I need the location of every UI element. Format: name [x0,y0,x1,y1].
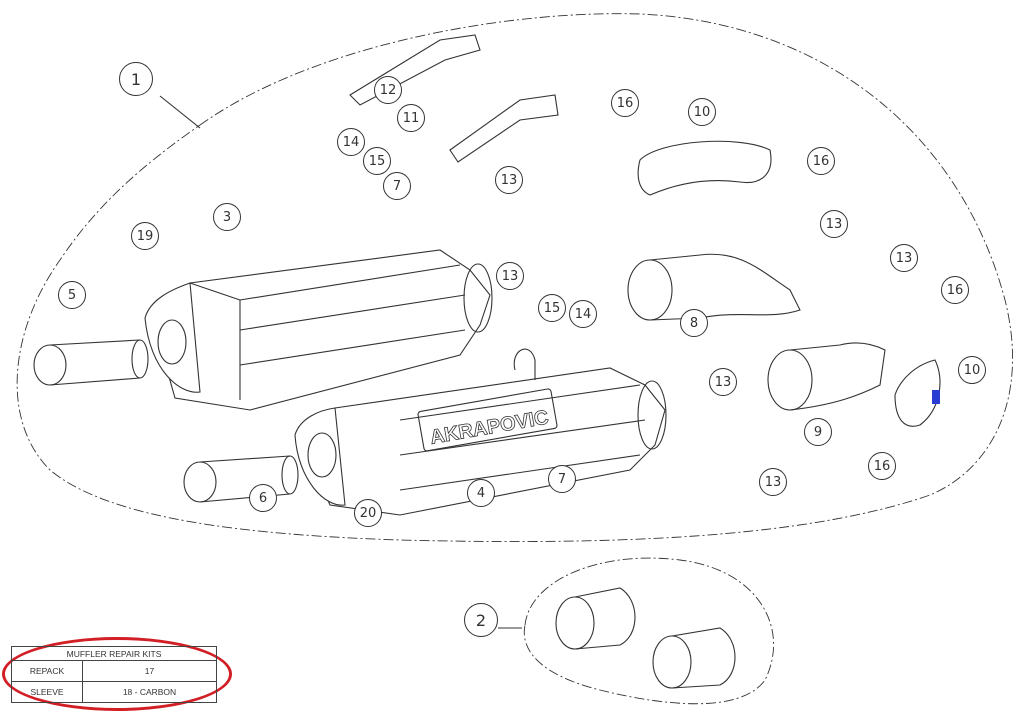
muffler-repair-kits-table: MUFFLER REPAIR KITS REPACK 17 SLEEVE 18 … [11,646,217,703]
blue-marker [932,390,940,404]
heat-shield-top [637,140,772,196]
link-pipe-8 [627,253,801,321]
callout-13: 13 [495,166,523,194]
sleeve-2 [652,635,692,689]
group-2-outline [523,557,774,705]
callout-2: 2 [464,603,498,637]
callout-15: 15 [538,294,566,322]
row-label-repack: REPACK [11,660,83,682]
callout-13: 13 [759,468,787,496]
callout-15: 15 [363,147,391,175]
callout-12: 12 [374,76,402,104]
callout-7: 7 [383,172,411,200]
callout-9: 9 [804,418,832,446]
callout-5: 5 [58,281,86,309]
table-row: REPACK 17 [11,660,217,682]
callout-10: 10 [688,98,716,126]
callout-13: 13 [890,244,918,272]
callout-13: 13 [709,368,737,396]
callout-14: 14 [569,300,597,328]
callout-4: 4 [467,479,495,507]
callout-13: 13 [496,262,524,290]
callout-16: 16 [941,276,969,304]
table-title: MUFFLER REPAIR KITS [11,646,217,661]
end-pipe-left [183,455,299,503]
callout-19: 19 [131,222,159,250]
callout-10: 10 [958,356,986,384]
callout-20: 20 [354,499,382,527]
bracket-12 [349,34,481,106]
group-1-outline [16,13,1013,543]
link-pipe-9 [767,342,886,411]
callout-11: 11 [397,104,425,132]
callout-7: 7 [548,465,576,493]
callout-16: 16 [807,147,835,175]
row-value-repack: 17 [82,660,217,682]
end-pipe-right [33,339,149,386]
callout-16: 16 [868,452,896,480]
callout-13: 13 [820,210,848,238]
bracket-11 [449,94,559,163]
callout-6: 6 [249,484,277,512]
callout-1: 1 [119,62,153,96]
callout-8: 8 [680,309,708,337]
table-row: SLEEVE 18 - CARBON [11,681,217,703]
row-label-sleeve: SLEEVE [11,681,83,703]
muffler-right [144,249,493,411]
sleeve-1 [555,596,595,650]
callout-16: 16 [611,89,639,117]
row-value-sleeve: 18 - CARBON [82,681,217,703]
callout-3: 3 [213,203,241,231]
callout-14: 14 [337,128,365,156]
